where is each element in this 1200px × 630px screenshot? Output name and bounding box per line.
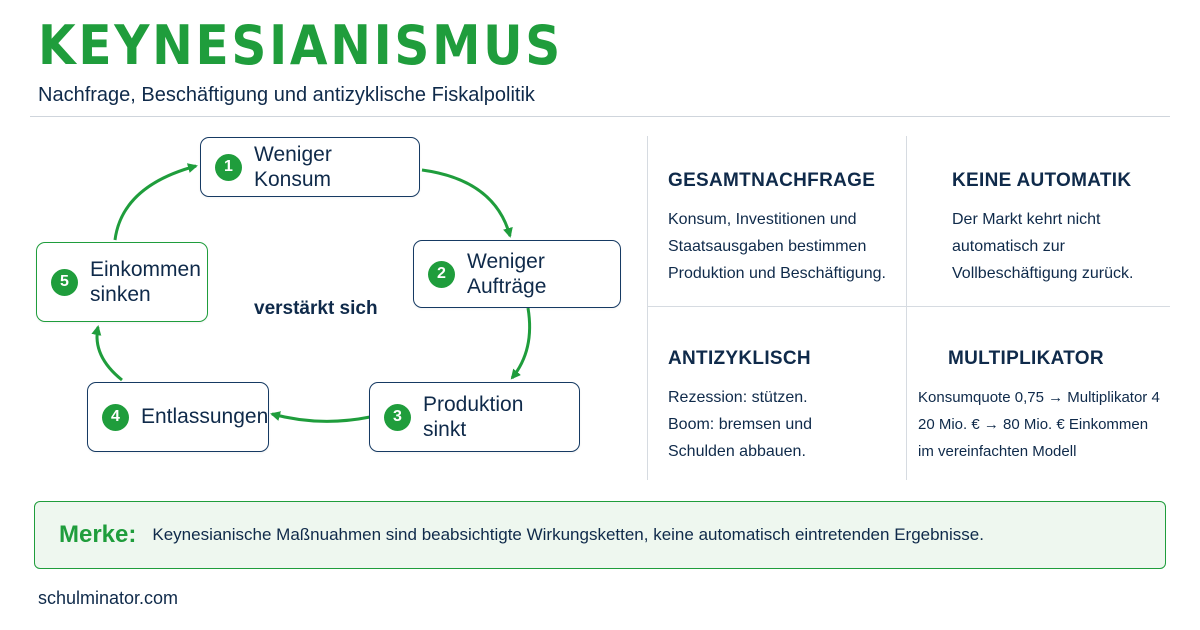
panel-divider-middle: [906, 136, 907, 480]
cycle-diagram: 1 Weniger Konsum 2 Weniger Aufträge 3 Pr…: [0, 120, 640, 480]
merke-label: Merke:: [59, 521, 137, 548]
arrow-1-2: [421, 168, 513, 238]
cycle-node-2: 2 Weniger Aufträge: [413, 240, 621, 308]
panel-title: KEINE AUTOMATIK: [952, 170, 1132, 191]
panel-divider-horizontal: [648, 306, 1170, 307]
panel-multiplikator: MULTIPLIKATOR Konsumquote 0,75 → Multipl…: [918, 348, 1170, 465]
step-number-badge: 1: [215, 153, 242, 181]
panel-text: Konsumquote 0,75 → Multiplikator 4 20 Mi…: [918, 389, 1160, 460]
panel-gesamtnachfrage: GESAMTNACHFRAGE Konsum, Investitionen un…: [668, 170, 900, 287]
cycle-node-1: 1 Weniger Konsum: [200, 137, 420, 197]
merke-box: Merke: Keynesianische Maßnuahmen sind be…: [34, 501, 1166, 569]
cycle-arrows: [91, 163, 532, 423]
panel-title: MULTIPLIKATOR: [948, 348, 1104, 369]
arrow-3-4: [270, 411, 371, 423]
cycle-node-label: Weniger Aufträge: [467, 249, 547, 298]
panel-divider-left: [647, 136, 648, 480]
page-title: KEYNESIANISMUS: [38, 14, 564, 77]
cycle-node-4: 4 Entlassungen: [87, 382, 269, 452]
panel-text: Der Markt kehrt nicht automatisch zur Vo…: [952, 211, 1134, 282]
footer-source: schulminator.com: [38, 588, 179, 608]
cycle-node-label: Weniger Konsum: [254, 142, 332, 191]
panel-title: GESAMTNACHFRAGE: [668, 170, 876, 191]
merke-text: Keynesianische Maßnuahmen sind beabsicht…: [152, 525, 984, 544]
cycle-node-label: Einkommen sinken: [90, 257, 201, 306]
step-number-badge: 4: [102, 403, 129, 431]
panel-keine-automatik: KEINE AUTOMATIK Der Markt kehrt nicht au…: [952, 170, 1167, 287]
cycle-node-label: Entlassungen: [141, 405, 269, 429]
arrow-4-5: [91, 325, 123, 382]
cycle-node-5: 5 Einkommen sinken: [36, 242, 208, 322]
panel-text: Konsum, Investitionen und Staatsausgaben…: [668, 211, 886, 282]
header-divider: [30, 116, 1170, 117]
cycle-node-label: Produktion sinkt: [423, 392, 524, 441]
step-number-badge: 5: [51, 268, 78, 296]
step-number-badge: 2: [428, 260, 455, 288]
panel-antizyklisch: ANTIZYKLISCH Rezession: stützen. Boom: b…: [668, 348, 900, 465]
panel-text: Rezession: stützen. Boom: bremsen und Sc…: [668, 389, 813, 460]
page-subtitle: Nachfrage, Beschäftigung und antizyklisc…: [38, 84, 535, 106]
arrow-5-1: [113, 163, 198, 241]
arrow-2-3: [510, 307, 532, 380]
cycle-center-label: verstärkt sich: [254, 298, 378, 319]
cycle-node-3: 3 Produktion sinkt: [369, 382, 580, 452]
step-number-badge: 3: [384, 403, 411, 431]
panel-title: ANTIZYKLISCH: [668, 348, 811, 369]
